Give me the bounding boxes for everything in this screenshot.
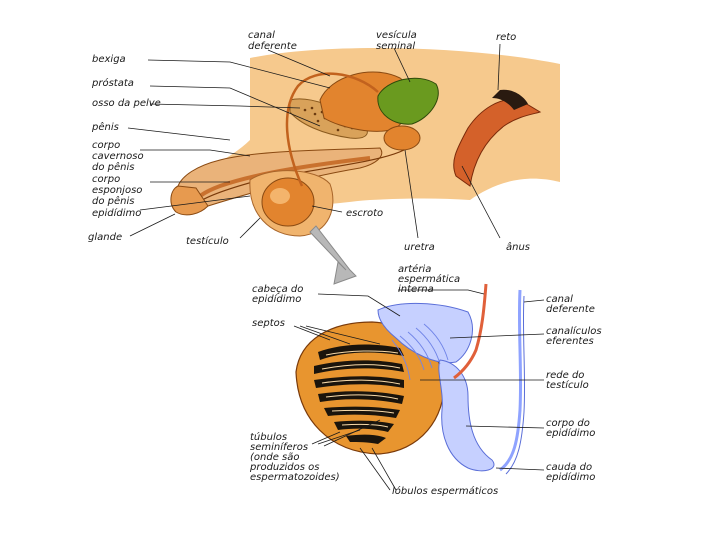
seminal-vesicle	[377, 77, 439, 125]
label-vesicula-2: seminal	[376, 41, 415, 52]
label-tubulos-2: seminíferos	[250, 441, 308, 453]
label-testiculo: testículo	[186, 235, 229, 247]
label-escroto: escroto	[346, 208, 383, 219]
label-rede-2: testículo	[546, 379, 589, 391]
bottom-labels: cabeça do epidídimo septos artéria esper…	[249, 263, 602, 497]
label-tubulos-5: espermatozoides)	[250, 472, 340, 483]
vas-deferens-inner	[505, 295, 526, 475]
label-corpo-cavernoso-2: cavernoso	[92, 151, 144, 162]
label-arteria-1: artéria	[398, 263, 431, 275]
epididymis-head	[377, 303, 473, 364]
label-corpo-esponjoso-1: corpo	[92, 174, 120, 185]
label-tubulos-1: túbulos	[250, 431, 287, 443]
label-reto: reto	[496, 32, 516, 43]
label-osso-pelve: osso da pelve	[92, 98, 161, 109]
testis-cross-section	[295, 283, 526, 475]
top-labels: bexiga próstata osso da pelve pênis corp…	[88, 29, 530, 253]
label-canal-1: canal	[546, 294, 573, 305]
bottom-leader-lines	[293, 289, 545, 491]
label-corpo-2: epidídimo	[546, 427, 595, 439]
label-tubulos-3: (onde são	[250, 452, 300, 463]
rectum	[453, 98, 542, 187]
vas-deferens	[285, 72, 379, 187]
rectum-lumen	[492, 89, 528, 110]
spermatic-artery	[453, 283, 488, 380]
prostate	[383, 125, 421, 151]
label-canal-deferente-2: deferente	[248, 41, 297, 52]
label-vesicula-1: vesícula	[376, 29, 417, 41]
down-arrow-icon	[309, 225, 357, 285]
label-tubulos-4: produzidos os	[249, 462, 319, 473]
lobule-highlights	[321, 350, 401, 428]
epididymis-body	[438, 359, 495, 472]
testis	[261, 177, 315, 227]
label-corpo-1: corpo do	[546, 418, 590, 429]
label-canal-deferente-1: canal	[248, 30, 275, 41]
efferent-tubules	[391, 323, 449, 381]
label-septos: septos	[252, 318, 285, 329]
label-corpo-esponjoso-3: do pênis	[92, 195, 134, 207]
label-corpo-cavernoso-1: corpo	[92, 140, 120, 151]
label-glande: glande	[88, 232, 122, 243]
label-cauda-2: epidídimo	[546, 471, 595, 483]
label-arteria-2: espermática	[398, 273, 460, 285]
label-penis: pênis	[91, 121, 119, 133]
label-corpo-esponjoso-2: esponjoso	[92, 185, 142, 196]
label-canaliculos-1: canalículos	[546, 325, 602, 337]
label-canaliculos-2: eferentes	[546, 336, 594, 347]
label-lobulos: lóbulos espermáticos	[392, 485, 498, 497]
glans	[170, 185, 209, 216]
lobules	[314, 344, 404, 444]
label-uretra: uretra	[404, 242, 435, 253]
label-arteria-3: interna	[398, 284, 434, 295]
label-corpo-cavernoso-3: do pênis	[92, 161, 134, 173]
label-rede-1: rede do	[546, 370, 584, 381]
label-canal-2: deferente	[546, 304, 595, 315]
label-prostata: próstata	[91, 77, 134, 89]
label-epididimo: epidídimo	[92, 207, 141, 219]
label-cabeca-2: epidídimo	[252, 293, 301, 305]
label-anus: ânus	[506, 241, 530, 253]
top-leader-lines	[127, 43, 501, 239]
vas-deferens-section	[499, 289, 523, 472]
label-cabeca-1: cabeça do	[252, 284, 303, 295]
pelvis-illustration	[170, 47, 560, 237]
label-cauda-1: cauda do	[546, 462, 592, 473]
testis-highlight	[270, 188, 290, 204]
label-bexiga: bexiga	[92, 54, 126, 65]
